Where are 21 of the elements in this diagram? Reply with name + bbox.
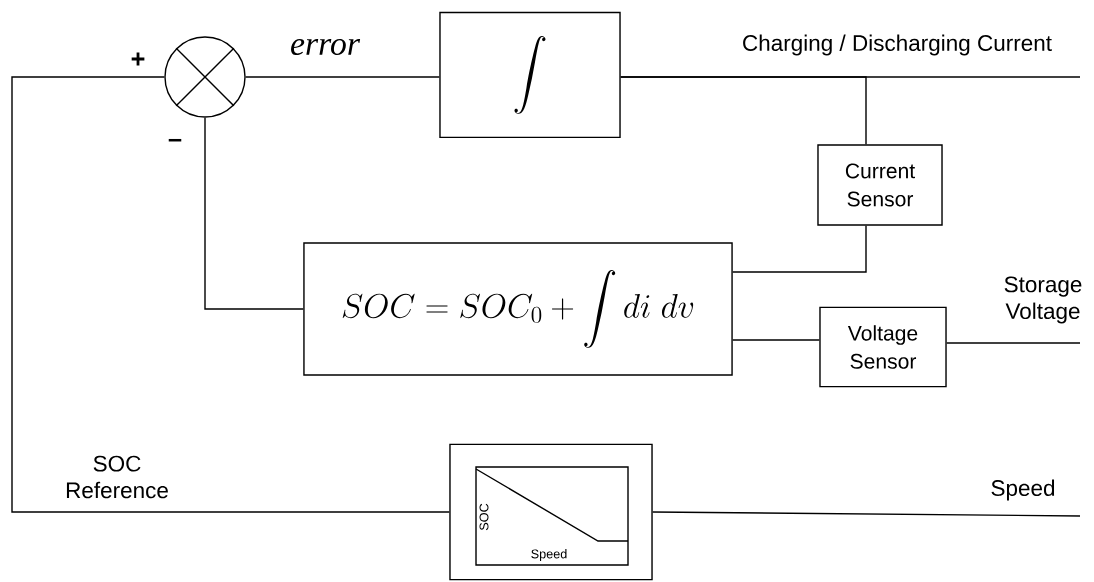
connector-line — [620, 76, 867, 145]
connector-line — [732, 339, 820, 341]
sign-label: – — [168, 138, 182, 142]
edge-label: Speed — [991, 479, 1055, 501]
sensor-box: Voltage Sensor — [819, 306, 947, 388]
connector-line — [652, 511, 1081, 517]
connector-line — [204, 117, 304, 310]
equation-box: $SOC = SOC_{0} + \int di\ dv$ — [303, 242, 733, 376]
edge-label: error — [291, 38, 361, 56]
summing-junction — [164, 36, 246, 118]
sign-label: + — [131, 52, 145, 66]
edge-label: Charging / Discharging Current — [743, 34, 1052, 56]
sensor-box: Current Sensor — [817, 144, 943, 226]
connector-line — [732, 225, 867, 273]
edge-label: Storage Voltage — [1004, 276, 1082, 324]
connector-line — [245, 76, 440, 78]
edge-label: SOC Reference — [66, 455, 168, 499]
integrator-box: $\int$ — [439, 11, 621, 139]
lookup-graph-box: SOC Speed — [449, 443, 653, 581]
connector-line — [11, 76, 450, 513]
connector-line — [946, 342, 1081, 344]
